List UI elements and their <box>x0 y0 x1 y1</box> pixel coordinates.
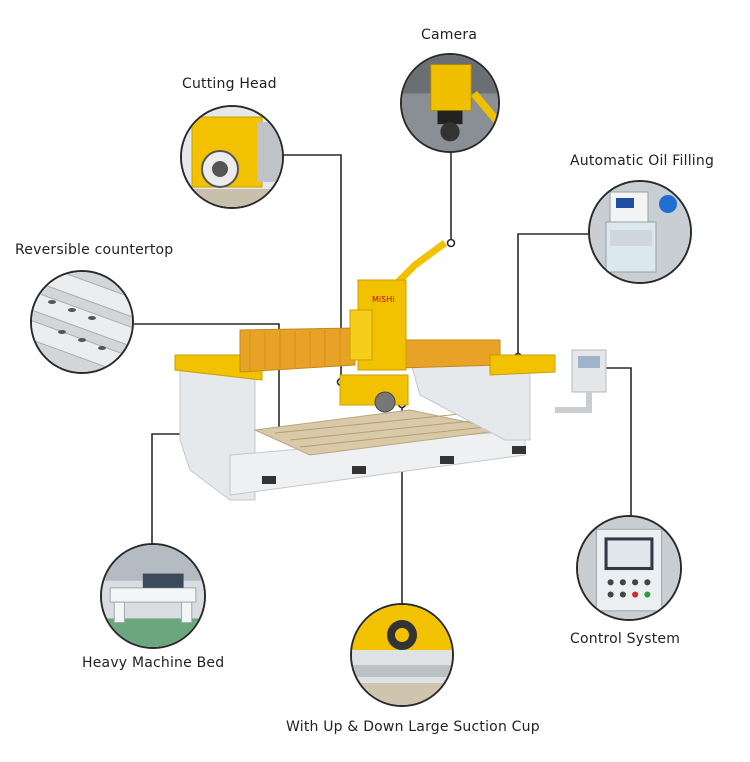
leader-oil <box>517 233 588 357</box>
machine-bed-photo <box>100 543 206 649</box>
oil-filling-photo <box>588 180 692 284</box>
control-box <box>571 349 607 393</box>
cutting-head-photo <box>180 105 284 209</box>
machine-brand: MiSHi <box>372 295 394 304</box>
suction-cup-photo <box>350 603 454 707</box>
bridge-right-cap <box>489 354 556 376</box>
leader-cutting-head <box>279 154 342 382</box>
machine-bed-label: Heavy Machine Bed <box>82 655 225 671</box>
control-system-label: Control System <box>570 631 681 647</box>
suction-cup-label: With Up & Down Large Suction Cup <box>286 719 540 735</box>
countertop-label: Reversible countertop <box>15 242 174 258</box>
leader-countertop <box>134 323 280 432</box>
oil-filling-label: Automatic Oil Filling <box>570 153 715 169</box>
bridge-beam-right <box>399 339 501 369</box>
bridge-beam <box>239 327 356 373</box>
control-system-photo <box>576 515 682 621</box>
camera-photo <box>400 53 500 153</box>
marker-camera <box>446 238 456 248</box>
countertop-photo <box>30 270 134 374</box>
camera-label: Camera <box>421 27 478 43</box>
cutting-head-label: Cutting Head <box>182 76 277 92</box>
